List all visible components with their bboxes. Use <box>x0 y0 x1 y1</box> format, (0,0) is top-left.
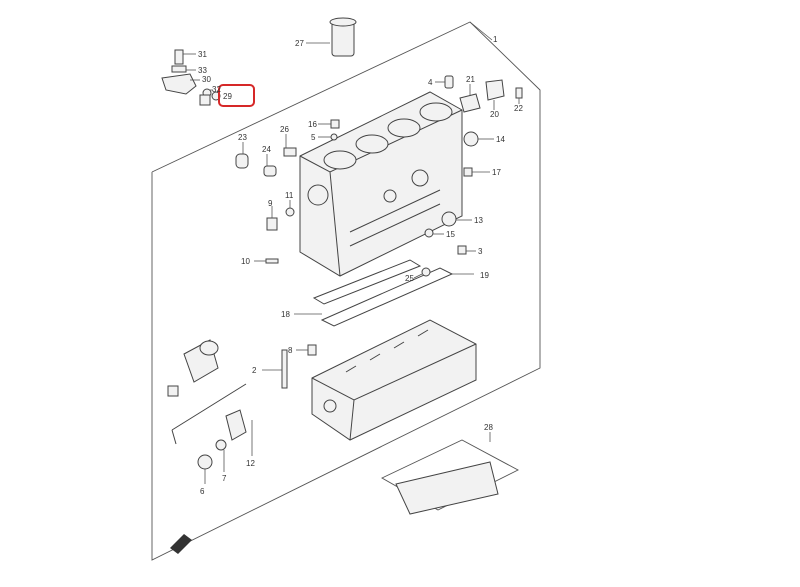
callout-9: 9 <box>268 199 273 208</box>
engine-block <box>299 91 463 277</box>
callout-1: 1 <box>493 35 498 44</box>
callout-12: 12 <box>246 459 255 468</box>
callout-29: 29 <box>223 92 232 101</box>
callout-32: 32 <box>212 85 221 94</box>
front-arrow-icon <box>170 534 192 554</box>
part-27-sleeve <box>306 17 357 57</box>
assembly-frame <box>151 21 541 561</box>
part-28-gasket-kit <box>381 432 519 515</box>
callout-10: 10 <box>241 257 250 266</box>
callout-24: 24 <box>262 145 271 154</box>
callout-3: 3 <box>478 247 483 256</box>
lower-left-parts <box>167 339 253 484</box>
parts-upper-right-group <box>435 75 523 113</box>
callout-27: 27 <box>295 39 304 48</box>
callout-labels: 27 1 31 33 30 32 29 4 21 20 22 16 5 23 2… <box>198 35 523 496</box>
callout-17: 17 <box>492 168 501 177</box>
callout-16: 16 <box>308 120 317 129</box>
callout-25: 25 <box>405 274 414 283</box>
callout-15: 15 <box>446 230 455 239</box>
callout-23: 23 <box>238 133 247 142</box>
callout-18: 18 <box>281 310 290 319</box>
callout-28: 28 <box>484 423 493 432</box>
callout-31: 31 <box>198 50 207 59</box>
callout-2: 2 <box>252 366 257 375</box>
callout-33: 33 <box>198 66 207 75</box>
callout-21: 21 <box>466 75 475 84</box>
callout-20: 20 <box>490 110 499 119</box>
callout-6: 6 <box>200 487 205 496</box>
callout-26: 26 <box>280 125 289 134</box>
parts-29-33-bracket-group <box>161 49 221 106</box>
lower-crankcase <box>262 319 477 441</box>
callout-4: 4 <box>428 78 433 87</box>
callout-30: 30 <box>202 75 211 84</box>
highlight-box-29 <box>218 84 255 107</box>
callout-7: 7 <box>222 474 227 483</box>
callout-8: 8 <box>288 346 293 355</box>
callout-19: 19 <box>480 271 489 280</box>
callout-22: 22 <box>514 104 523 113</box>
callout-5: 5 <box>311 133 316 142</box>
block-fittings <box>235 119 494 264</box>
gaskets <box>294 259 474 327</box>
callout-14: 14 <box>496 135 505 144</box>
callout-11: 11 <box>285 191 294 200</box>
callout-13: 13 <box>474 216 483 225</box>
